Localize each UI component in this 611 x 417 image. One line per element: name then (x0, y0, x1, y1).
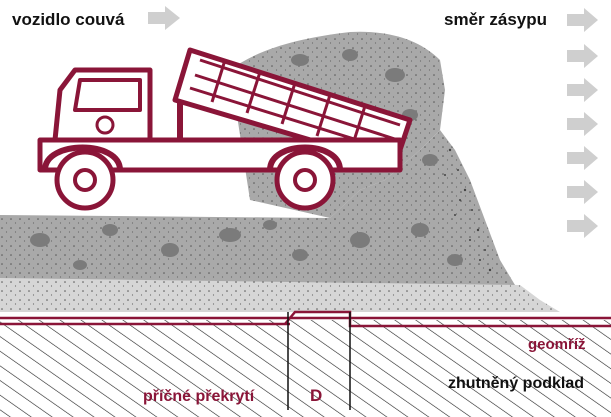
fill-direction-arrows (567, 8, 598, 238)
right-arrow-icon (567, 146, 598, 170)
overlap-d-label: D (310, 386, 322, 405)
cab-window (75, 80, 140, 110)
right-arrow-icon (567, 8, 598, 32)
right-arrow-icon (567, 214, 598, 238)
compacted-subgrade (0, 320, 611, 417)
cab-logo (97, 117, 113, 133)
fill-direction-label: směr zásypu (444, 10, 547, 29)
right-arrow-icon (148, 6, 180, 30)
right-arrow-icon (567, 78, 598, 102)
transverse-overlap-label: příčné překrytí (143, 388, 255, 405)
right-arrow-icon (567, 44, 598, 68)
right-arrow-icon (567, 112, 598, 136)
geogrid-label: geomříž (528, 336, 586, 353)
compacted-subgrade-label: zhutněný podklad (448, 375, 584, 392)
vehicle-reverses-label: vozidlo couvá (12, 10, 125, 29)
right-arrow-icon (567, 180, 598, 204)
